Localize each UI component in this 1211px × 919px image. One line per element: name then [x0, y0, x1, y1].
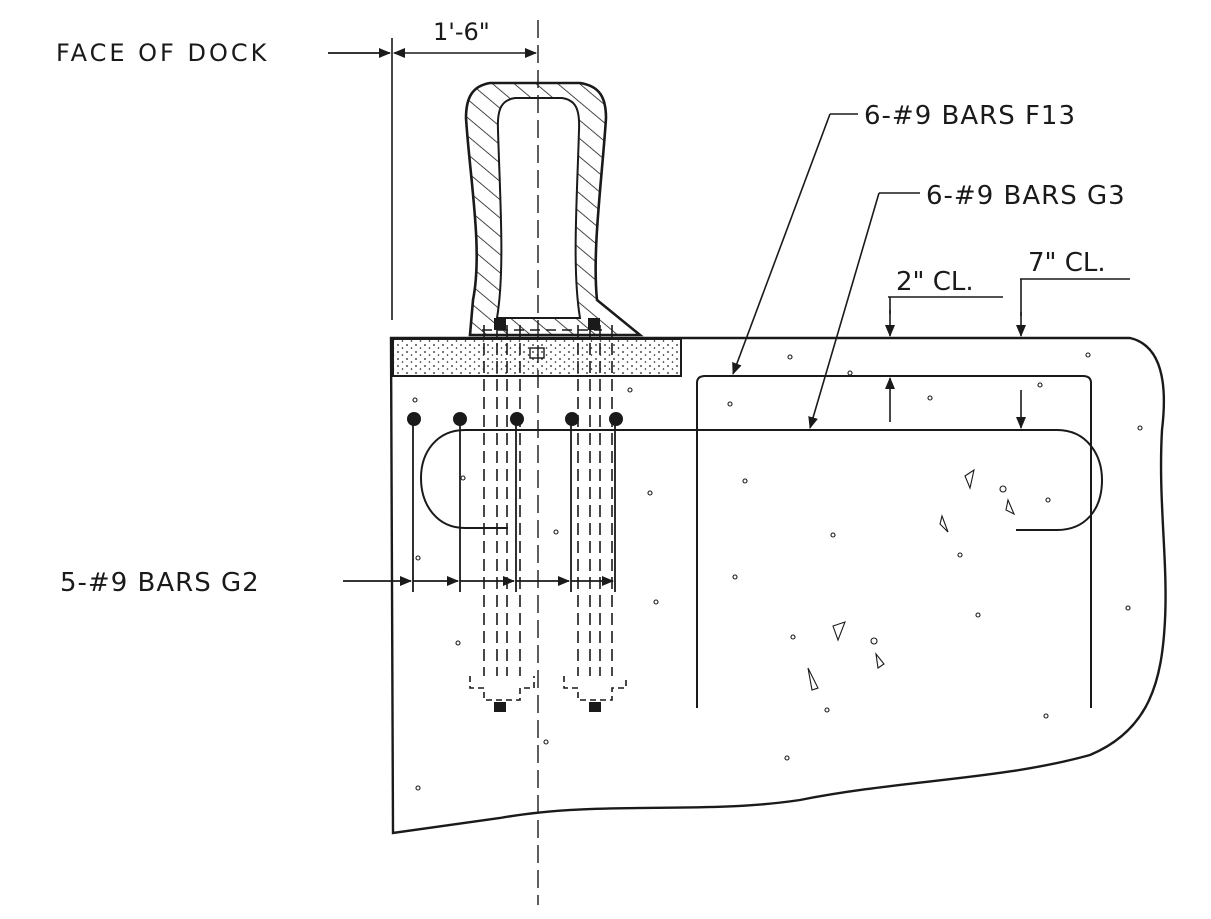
anchor-bolt-end-fittings: [469, 676, 627, 701]
dimension-1-6-label: 1'-6": [433, 18, 490, 46]
rebar-f13-stirrup: [696, 375, 1092, 708]
clear-2in-label: 2" CL.: [896, 267, 974, 297]
dock-slab-outline: [389, 336, 1167, 835]
rebar-g2-bar-sections: [407, 412, 623, 426]
bollard: [464, 81, 644, 359]
base-nut-right: [588, 318, 600, 330]
bars-g2-callout: 5-#9 BARS G2: [60, 568, 260, 598]
bars-f13-callout: 6-#9 BARS F13: [864, 101, 1076, 131]
rebar-g3-hairpin: [419, 429, 1104, 531]
anchor-nut-right: [589, 702, 601, 712]
bars-f13-leader-arrow: [732, 113, 831, 375]
concrete-aggregate-texture: [412, 352, 1143, 791]
center-pin: [529, 347, 545, 359]
clear-7in-label: 7" CL.: [1028, 248, 1106, 278]
bars-g3-callout: 6-#9 BARS G3: [926, 181, 1126, 211]
anchor-bolts: [483, 325, 613, 676]
bars-g3-leader-arrow: [808, 192, 880, 429]
rebar-g2-vertical-bars: [412, 420, 616, 592]
face-of-dock-label: FACE OF DOCK: [56, 39, 269, 67]
base-nut-left: [494, 318, 506, 330]
anchor-nut-left: [494, 702, 506, 712]
